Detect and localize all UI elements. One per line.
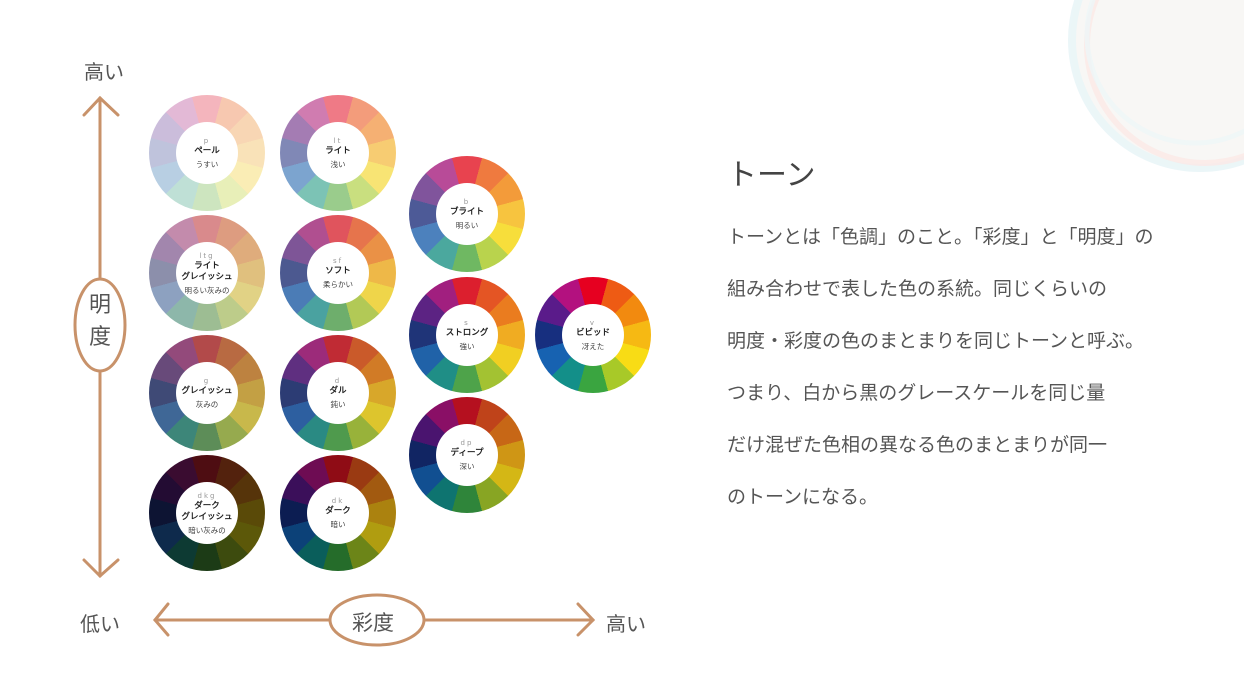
description-line: のトーンになる。: [727, 486, 879, 508]
tone-name: ビビッド: [575, 328, 610, 338]
description-line: つまり、白から黒のグレースケールを同じ量: [727, 382, 1106, 404]
tone-abbreviation: g: [203, 377, 211, 385]
tone-description: 強い: [459, 342, 475, 351]
horizontal-label-ellipse: [328, 593, 426, 647]
tone-name: ペール: [194, 146, 220, 156]
arrow-down-icon: [82, 558, 120, 579]
tone-name: ソフト: [325, 266, 351, 276]
tone-name-line2: グレイッシュ: [181, 511, 233, 522]
tone-abbreviation: b: [463, 198, 471, 206]
tone-name: グレイッシュ: [181, 386, 233, 396]
tone-name: ブライト: [449, 207, 484, 217]
description-line: トーンとは「色調」のこと。「彩度」と「明度」の: [727, 226, 1154, 248]
brightness-high-label: 高い: [84, 60, 124, 84]
tone-abbreviation: lt: [333, 137, 343, 145]
arrow-up-icon: [82, 95, 120, 117]
tone-description: 明るい灰みの: [184, 285, 230, 295]
saturation-high-label: 高い: [606, 612, 646, 636]
tone-abbreviation: dp: [460, 439, 474, 447]
tone-description: 灰みの: [195, 400, 219, 409]
brightness-axis-label: 明度: [89, 290, 111, 354]
description-line: 明度・彩度の色のまとまりを同じトーンと呼ぶ。: [727, 330, 1145, 352]
description-text: トーンとは「色調」のこと。「彩度」と「明度」の 組み合わせで表した色の系統。同じ…: [727, 220, 1197, 532]
brightness-axis-text: 明度: [89, 293, 112, 350]
tone-name: ストロング: [445, 328, 489, 338]
tone-description: 暗い: [330, 520, 346, 529]
tone-abbreviation: d: [334, 377, 342, 385]
tone-abbreviation: dk: [331, 497, 345, 505]
tone-description: うすい: [195, 160, 219, 169]
description-line: 組み合わせで表した色の系統。同じくらいの: [727, 278, 1108, 300]
tone-name: ダーク: [194, 500, 220, 511]
tone-name-line2: グレイッシュ: [181, 271, 233, 282]
description-line: だけ混ぜた色相の異なる色のまとまりが同一: [727, 434, 1108, 456]
tone-name: ダル: [329, 386, 347, 396]
tone-description: 柔らかい: [323, 280, 353, 289]
tone-abbreviation: sf: [332, 257, 344, 265]
section-title: トーン: [727, 158, 816, 193]
saturation-low-label: 低い: [80, 612, 120, 636]
tone-name: ライト: [325, 146, 351, 156]
saturation-axis-label: 彩度: [352, 611, 394, 635]
tone-abbreviation: ltg: [199, 251, 215, 260]
tone-name: ライト: [194, 260, 220, 271]
tone-abbreviation: p: [203, 137, 211, 145]
arrow-left-icon: [153, 602, 170, 637]
tone-abbreviation: s: [464, 319, 470, 327]
arrow-right-icon: [576, 602, 596, 637]
tone-description: 鈍い: [330, 400, 346, 409]
tone-description: 深い: [459, 462, 475, 471]
tone-description: 明るい: [455, 221, 479, 230]
tone-abbreviation: v: [589, 319, 597, 327]
tone-description: 浅い: [330, 160, 346, 169]
tone-description: 冴えた: [581, 342, 605, 351]
tone-abbreviation: dkg: [197, 491, 217, 500]
tone-name: ディープ: [450, 448, 484, 458]
tone-description: 暗い灰みの: [188, 525, 226, 535]
tone-name: ダーク: [325, 506, 351, 516]
vertical-label-ellipse: [73, 277, 127, 373]
